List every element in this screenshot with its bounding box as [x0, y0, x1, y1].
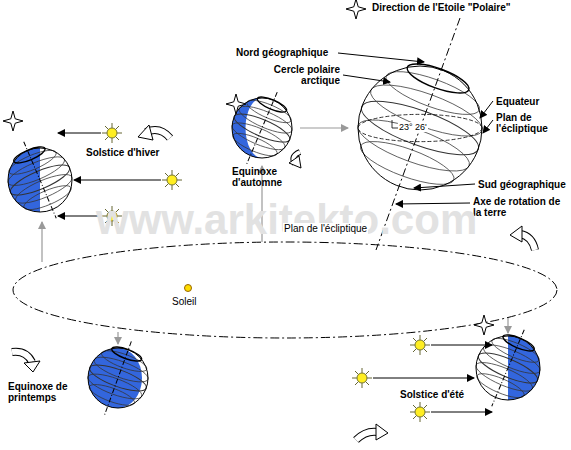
- globe-grid: [76, 331, 159, 425]
- season-label: Equinoxe de printemps: [8, 381, 88, 403]
- latitude-line: [356, 90, 484, 165]
- globe-outline: [8, 148, 72, 212]
- globe-outline: [232, 98, 292, 158]
- latitude-line: [87, 380, 137, 409]
- orbit-direction-arrows: [12, 125, 535, 440]
- earth-globe: [344, 48, 499, 197]
- globe-disc: [232, 98, 292, 158]
- stars: [3, 0, 494, 335]
- rotation-axis: [247, 92, 277, 164]
- arctic-circle-label: Cercle polaire arctique: [262, 64, 340, 86]
- pole-label: Sud géographique: [478, 179, 566, 190]
- season-label: Solstice d'été: [400, 389, 464, 400]
- globe-disc: [88, 348, 148, 408]
- axis-label: Axe de rotation de la terre: [473, 196, 565, 218]
- sun-label: Soleil: [172, 296, 196, 307]
- earth-globe: [76, 331, 159, 425]
- globe-outline: [88, 348, 148, 408]
- rotation-axis: [105, 341, 132, 414]
- tilt-angle-label: 23° 26': [398, 122, 428, 132]
- globe-grid: [219, 80, 305, 175]
- sun-dot: [185, 285, 192, 292]
- axis-direction-label: Direction de l'Etoile "Polaire": [372, 2, 511, 13]
- earth-globe: [462, 317, 553, 419]
- globes: [0, 48, 554, 425]
- latitude-line: [356, 133, 459, 193]
- latitude-line: [87, 360, 149, 396]
- equator-label: Equateur: [496, 96, 539, 107]
- ecliptic-label: Plan de l'écliptique: [496, 112, 568, 134]
- season-label: Equinoxe d'automne: [232, 166, 310, 188]
- rotation-axis: [492, 330, 525, 407]
- ecliptic-plane: [358, 114, 482, 141]
- ecliptic-label: Plan de l'écliptique: [283, 223, 368, 234]
- sun-symbols: [102, 123, 430, 422]
- globe-disc: [358, 66, 482, 190]
- earth-globe: [219, 80, 305, 175]
- watermark: www.arkitekto.com: [96, 196, 477, 243]
- latitude-line: [231, 109, 293, 148]
- leader-lines: [338, 53, 493, 204]
- globe-grid: [344, 48, 499, 197]
- rotation-axis: [24, 142, 57, 219]
- orbit-ellipse: [13, 242, 557, 338]
- pole-label: Nord géographique: [236, 47, 328, 58]
- season-label: Solstice d'hiver: [86, 147, 160, 158]
- globe-grid: [462, 317, 553, 419]
- globe-outline: [358, 66, 482, 190]
- globe-outline: [476, 336, 540, 400]
- sun-rays: [58, 133, 492, 412]
